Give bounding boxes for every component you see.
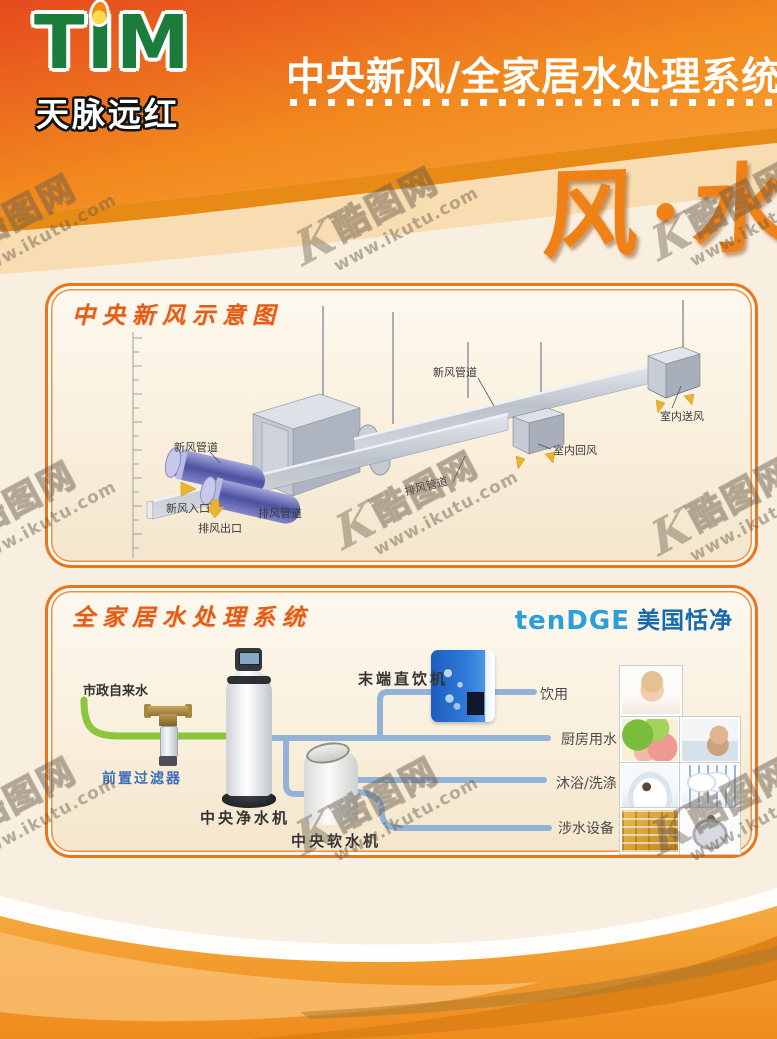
- header-band-dark: [0, 128, 777, 232]
- water-panel: 全家居水处理系统 tenDGE 美国恬净: [45, 585, 758, 858]
- photo-baby-drinking: [620, 666, 682, 716]
- company-logo: TIM 天脉远红: [34, 0, 234, 134]
- photo-kitchen-washing: [680, 717, 740, 763]
- photo-dish-rack: [680, 763, 740, 809]
- fresh-air-diagram: [132, 300, 701, 558]
- label-exhaust-duct-left: 排风管道: [258, 507, 302, 520]
- output-equipment: 涉水设备: [558, 821, 614, 837]
- water-panel-title: 全家居水处理系统: [72, 604, 312, 631]
- pipe-to-softener: [283, 735, 309, 797]
- label-leader-lines: [209, 377, 682, 509]
- fresh-air-panel: 中央新风示意图: [45, 283, 758, 568]
- supply-diffuser-box: [647, 346, 701, 399]
- ro-drinking-unit: [431, 650, 495, 722]
- footer-dark-band: [250, 936, 777, 1039]
- fresh-air-panel-title: 中央新风示意图: [72, 302, 282, 329]
- logo-text: TIM: [34, 0, 192, 86]
- output-kitchen: 厨房用水: [561, 732, 617, 748]
- label-softener: 中央软水机: [291, 832, 382, 850]
- ro-display-screen: [467, 692, 484, 715]
- prefilter-head: [159, 714, 177, 726]
- header-dashed-line: [290, 99, 777, 106]
- return-diffuser-box: [512, 407, 565, 455]
- slogan-calligraphy: 风·水: [540, 150, 777, 273]
- header-band: [0, 0, 777, 215]
- brand-logo: tenDGE 美国恬净: [515, 608, 733, 634]
- hanger-rods: [322, 300, 684, 424]
- wall-scale: [132, 332, 142, 558]
- airflow-arrows: [180, 393, 695, 519]
- label-indoor-return: 室内回风: [553, 444, 597, 457]
- prefilter-inlet-bar: [148, 706, 188, 716]
- label-ro-unit: 末端直饮机: [358, 670, 449, 688]
- central-softener-device: [304, 739, 358, 825]
- photo-fresh-vegetables: [620, 717, 680, 763]
- softener-body: [304, 751, 358, 825]
- label-fresh-duct-left: 新风管道: [174, 441, 218, 454]
- header-wave-art: [0, 0, 777, 274]
- pipe-softener-out2: [355, 789, 552, 831]
- footer-shadow-band: [300, 946, 777, 1019]
- footer-light-wedge: [0, 932, 540, 1022]
- prefilter-bottom-cap: [159, 756, 177, 766]
- purifier-top-band: [227, 676, 271, 684]
- prefilter-fitting-right: [185, 704, 192, 718]
- pipe-municipal-green: [80, 696, 235, 740]
- label-fresh-duct-top: 新风管道: [433, 366, 477, 379]
- prefilter-fitting-left: [144, 704, 151, 718]
- photo-water-appliance: [680, 808, 740, 854]
- label-fresh-inlet: 新风入口: [166, 502, 210, 515]
- prefilter-device: [144, 700, 192, 768]
- photo-floor-heating: [620, 808, 680, 854]
- water-pipes: [80, 689, 552, 831]
- label-exhaust-outlet: 排风出口: [198, 522, 242, 535]
- footer-white-sliver: [0, 888, 777, 963]
- output-bathing: 沐浴/洗涤: [556, 776, 617, 792]
- header-band-peach: [0, 143, 777, 274]
- logo-subtitle: 天脉远红: [36, 95, 180, 134]
- photo-bathing: [620, 763, 680, 809]
- label-purifier: 中央净水机: [200, 809, 291, 827]
- footer-wave-art: [0, 888, 777, 1039]
- pipe-to-ro: [377, 689, 434, 741]
- central-purifier-device: [222, 648, 276, 808]
- brand-logo-cn: 美国恬净: [637, 607, 733, 634]
- label-municipal-water: 市政自来水: [83, 684, 149, 699]
- output-drinking: 饮用: [540, 687, 568, 703]
- purifier-valve-screen: [239, 652, 260, 665]
- label-prefilter: 前置过滤器: [102, 771, 182, 787]
- page-title: 中央新风/全家居水处理系统: [286, 55, 777, 100]
- purifier-tank: [226, 670, 272, 796]
- ro-floral-pattern: [439, 664, 469, 710]
- label-indoor-supply: 室内送风: [660, 410, 704, 423]
- prefilter-glass-bowl: [160, 726, 178, 758]
- brand-logo-en: tenDGE: [514, 606, 630, 636]
